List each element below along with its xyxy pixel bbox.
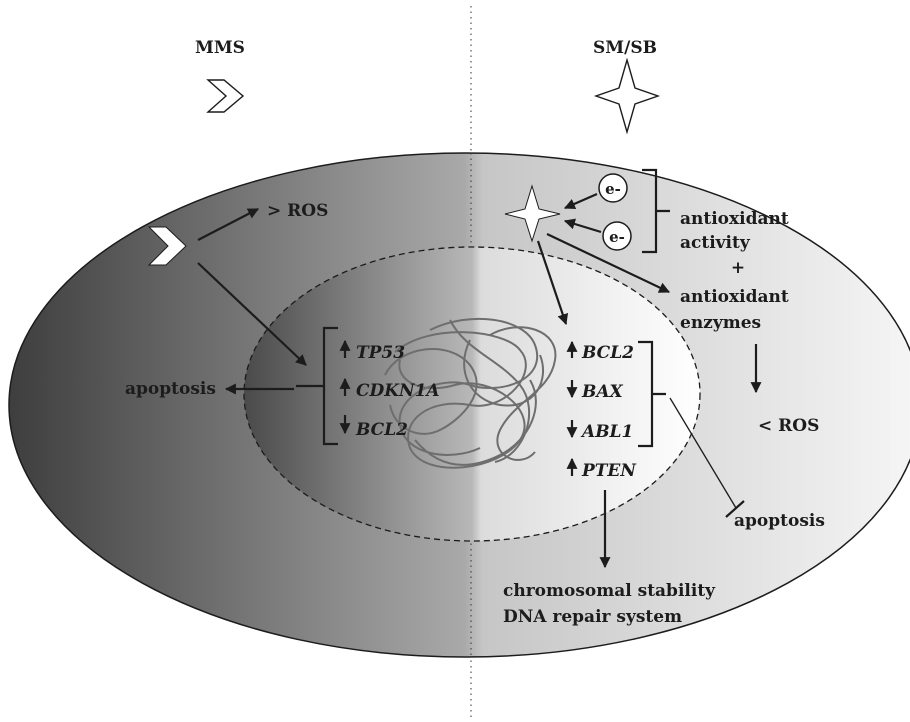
antioxidant-line2: activity (680, 233, 751, 253)
smsb-label: SM/SB (593, 38, 657, 58)
antioxidant-bracket (642, 168, 670, 254)
gene-bcl2-left: BCL2 (355, 420, 408, 440)
mms-label: MMS (195, 38, 245, 58)
arrow-mms-to-nucleus (197, 262, 307, 366)
smsb-star-cell-icon (504, 184, 561, 243)
arrow-star-to-enzymes (546, 233, 670, 293)
outcome-line2: DNA repair system (503, 607, 682, 627)
apoptosis-left-label: apoptosis (125, 379, 216, 399)
antioxidant-plus: + (731, 258, 745, 278)
apoptosis-right-label: apoptosis (734, 511, 825, 531)
antioxidant-line4: enzymes (680, 313, 761, 333)
gene-pten: PTEN (581, 461, 637, 481)
arrow-electron-2 (563, 218, 602, 234)
antioxidant-line1: antioxidant (680, 209, 789, 229)
left-gene-bracket (296, 326, 338, 446)
outcome-line1: chromosomal stability (503, 581, 716, 601)
gene-bcl2-right: BCL2 (581, 343, 634, 363)
ros-increase-label: > ROS (267, 201, 328, 221)
mms-chevron-cell-icon (147, 226, 187, 266)
electron-label-2: e- (609, 228, 625, 246)
inhibition-bar (725, 500, 745, 518)
arrow-star-to-genes (536, 240, 569, 326)
arrow-electron-1 (563, 192, 598, 210)
chromatin-icon (384, 317, 557, 469)
inhibition-line (669, 397, 737, 509)
arrow-mms-to-ros (197, 208, 259, 241)
ros-decrease-label: < ROS (758, 416, 819, 436)
mms-chevron-icon (206, 79, 245, 113)
right-gene-bracket (638, 340, 666, 448)
gene-bax: BAX (581, 382, 624, 402)
gene-abl1: ABL1 (580, 422, 633, 442)
gene-tp53: TP53 (356, 343, 405, 363)
gene-cdkn1a: CDKN1A (356, 381, 440, 401)
antioxidant-line3: antioxidant (680, 287, 789, 307)
smsb-star-icon (593, 57, 661, 135)
electron-label-1: e- (605, 180, 621, 198)
electron-icon (598, 173, 628, 203)
nucleus (243, 246, 701, 542)
electron-icon (602, 221, 632, 251)
